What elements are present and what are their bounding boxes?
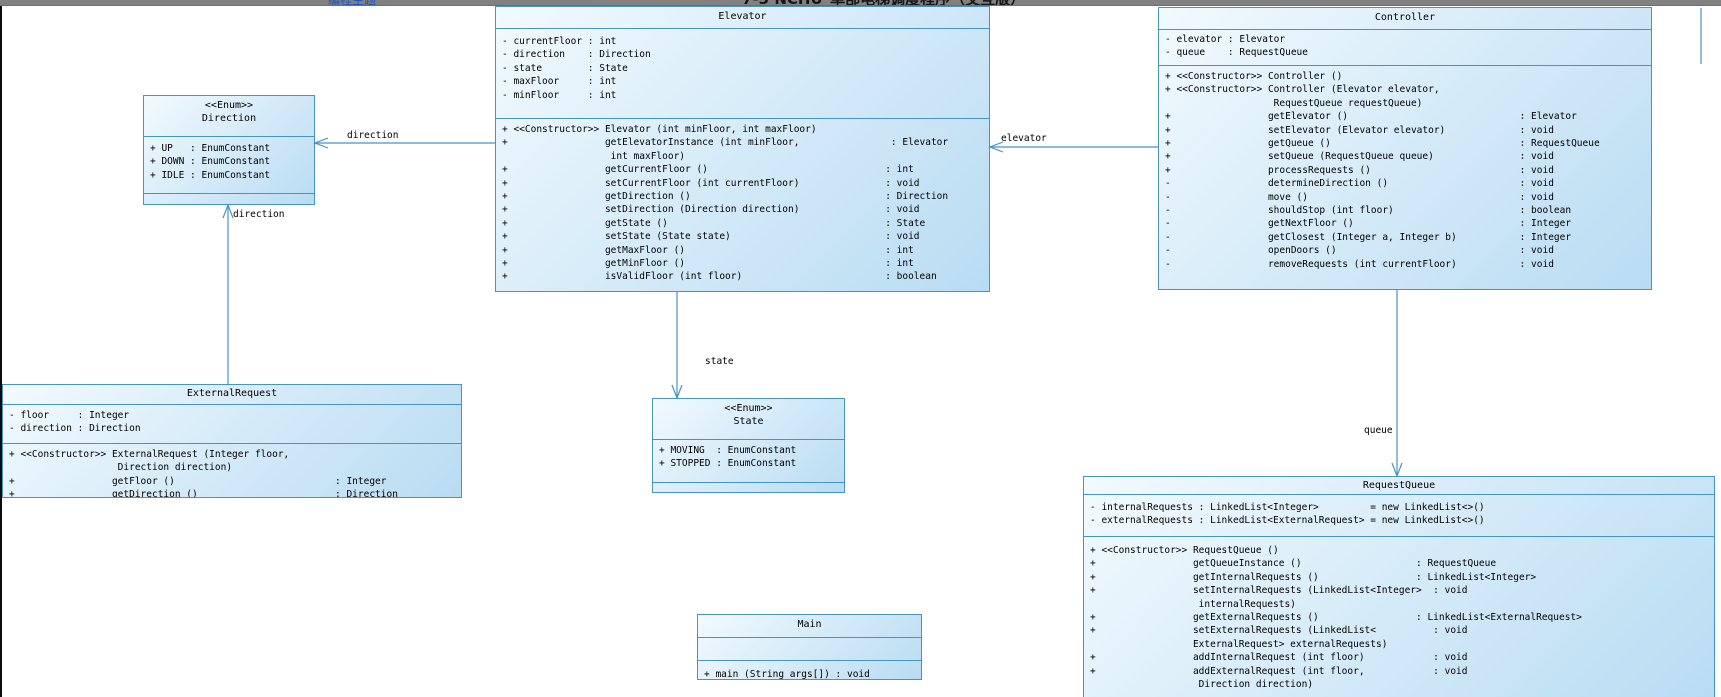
relation-label-state: state xyxy=(705,356,734,367)
class-direction-methods xyxy=(144,193,314,204)
state-stereotype: <<Enum>> xyxy=(724,403,773,414)
class-direction-title: <<Enum>> Direction xyxy=(144,96,314,136)
class-externalrequest-attributes: - floor : Integer - direction : Directio… xyxy=(3,404,461,443)
class-elevator[interactable]: Elevator - currentFloor : int - directio… xyxy=(495,6,990,292)
relation-elevator-direction[interactable] xyxy=(313,137,495,149)
relation-externalrequest-direction[interactable] xyxy=(222,203,234,384)
class-main[interactable]: Main + main (String args[]) : void xyxy=(697,614,922,680)
class-requestqueue[interactable]: RequestQueue - internalRequests : Linked… xyxy=(1083,476,1715,697)
class-requestqueue-attributes: - internalRequests : LinkedList<Integer>… xyxy=(1084,494,1714,536)
class-externalrequest[interactable]: ExternalRequest - floor : Integer - dire… xyxy=(2,384,462,498)
class-direction-constants: + UP : EnumConstant + DOWN : EnumConstan… xyxy=(144,136,314,193)
class-state-methods xyxy=(653,482,844,492)
class-direction-enum[interactable]: <<Enum>> Direction + UP : EnumConstant + … xyxy=(143,95,315,205)
class-controller-title: Controller xyxy=(1374,12,1436,23)
direction-stereotype: <<Enum>> xyxy=(204,100,254,111)
class-elevator-title: Elevator xyxy=(718,11,767,22)
relation-label-queue: queue xyxy=(1364,425,1393,436)
browser-topbar: 编程主题 7-3 NCHU_单部电梯调度程序（交互版） xyxy=(0,0,1721,6)
class-main-title: Main xyxy=(797,619,822,630)
class-externalrequest-methods: + <<Constructor>> ExternalRequest (Integ… xyxy=(3,443,461,497)
relation-elevator-state[interactable] xyxy=(671,292,683,400)
class-state-title: <<Enum>> State xyxy=(653,399,844,439)
direction-name: Direction xyxy=(201,113,257,124)
class-main-methods: + main (String args[]) : void xyxy=(698,660,921,679)
class-state-constants: + MOVING : EnumConstant + STOPPED : Enum… xyxy=(653,439,844,482)
class-requestqueue-methods: + <<Constructor>> RequestQueue () + getQ… xyxy=(1084,536,1714,697)
class-requestqueue-title: RequestQueue xyxy=(1362,480,1436,491)
window-left-border xyxy=(0,5,2,697)
state-name: State xyxy=(733,416,764,427)
relation-label-elevator: elevator xyxy=(1001,133,1047,144)
class-externalrequest-title: ExternalRequest xyxy=(186,388,278,399)
class-controller-attributes: - elevator : Elevator - queue : RequestQ… xyxy=(1159,29,1651,65)
page-title: 7-3 NCHU_单部电梯调度程序（交互版） xyxy=(742,0,1025,5)
class-main-attributes xyxy=(698,637,921,660)
relation-label-direction-2: direction xyxy=(233,209,285,220)
class-elevator-attributes: - currentFloor : int - direction : Direc… xyxy=(496,28,989,118)
relation-label-direction: direction xyxy=(347,130,399,141)
relation-controller-requestqueue[interactable] xyxy=(1391,290,1403,478)
class-elevator-methods: + <<Constructor>> Elevator (int minFloor… xyxy=(496,118,989,291)
topbar-link[interactable]: 编程主题 xyxy=(328,0,376,5)
class-state-enum[interactable]: <<Enum>> State + MOVING : EnumConstant + … xyxy=(652,398,845,493)
class-controller-methods: + <<Constructor>> Controller () + <<Cons… xyxy=(1159,65,1651,289)
class-controller[interactable]: Controller - elevator : Elevator - queue… xyxy=(1158,7,1652,290)
